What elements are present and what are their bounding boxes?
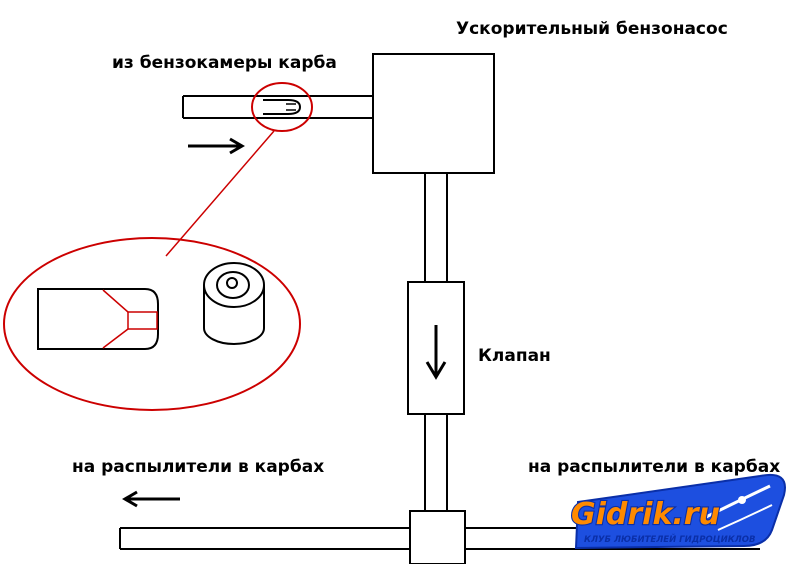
inlet-source-label: из бензокамеры карба: [112, 53, 337, 73]
nozzle-end-view: [203, 262, 265, 345]
gidrik-logo: Gidrik.ru КЛУБ ЛЮБИТЕЛЕЙ ГИДРОЦИКЛОВ: [570, 473, 786, 550]
inlet-flow-arrow: [188, 137, 245, 155]
nozzle-highlight-circle: [251, 82, 313, 132]
valve-to-tee-pipe: [424, 414, 448, 511]
pump-title-label: Ускорительный бензонасос: [456, 19, 728, 39]
inlet-pipe: [182, 95, 373, 119]
left-outlet-arrow: [122, 490, 180, 508]
valve-flow-arrow: [425, 325, 447, 380]
pump-body: [372, 53, 495, 174]
inlet-nozzle: [263, 99, 302, 115]
callout-leader-line: [165, 130, 275, 257]
detail-callout-ellipse: [3, 237, 301, 411]
pump-to-valve-pipe: [424, 173, 448, 282]
left-outlet-label: на распылители в карбах: [72, 457, 324, 477]
logo-wordmark: Gidrik.ru: [571, 497, 720, 532]
tee-junction: [409, 510, 466, 564]
right-outlet-label: на распылители в карбах: [528, 457, 780, 477]
valve-label: Клапан: [478, 346, 551, 366]
nozzle-section-view: [37, 288, 159, 350]
logo-tagline: КЛУБ ЛЮБИТЕЛЕЙ ГИДРОЦИКЛОВ: [584, 533, 755, 545]
